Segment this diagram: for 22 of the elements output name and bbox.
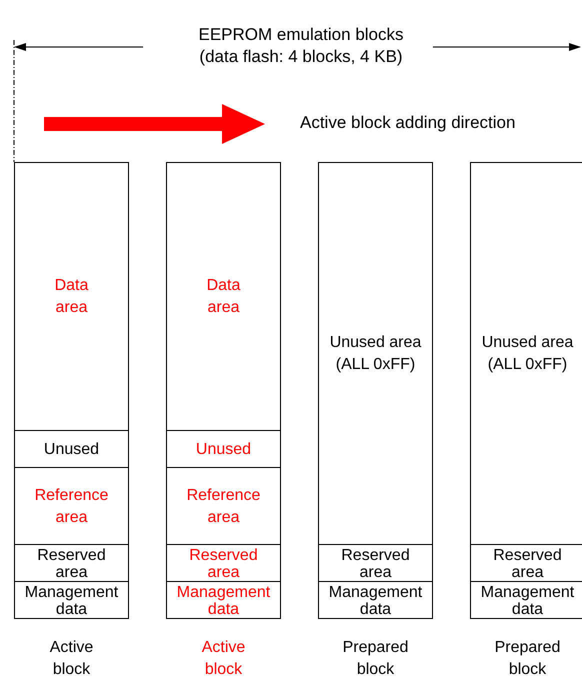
block-caption: Prepared block — [494, 638, 560, 679]
area-label: Reference area — [186, 486, 260, 528]
block-caption: Active block — [50, 638, 94, 679]
area-label: Reserved area — [37, 546, 106, 580]
area-label: Data area — [206, 276, 240, 318]
area-label: Data area — [54, 276, 88, 318]
area-label: Reserved area — [493, 546, 562, 580]
block-caption: Prepared block — [342, 638, 408, 679]
dimension-label: EEPROM emulation blocks (data flash: 4 blocks, 4 KB) — [197, 24, 405, 68]
area-label: Management data — [328, 584, 422, 618]
direction-label: Active block adding direction — [300, 112, 516, 134]
area-label: Reserved area — [189, 546, 258, 580]
block-caption: Active block — [202, 638, 246, 679]
area-label: Management data — [480, 584, 574, 618]
area-label: Reference area — [34, 486, 108, 528]
area-label: Management data — [24, 584, 118, 618]
area-label: Unused area (ALL 0xFF) — [328, 332, 422, 374]
area-label: Unused — [44, 441, 100, 458]
area-label: Reserved area — [341, 546, 410, 580]
area-label: Unused area (ALL 0xFF) — [480, 332, 574, 374]
area-label: Management data — [176, 584, 270, 618]
area-label: Unused — [196, 441, 252, 458]
